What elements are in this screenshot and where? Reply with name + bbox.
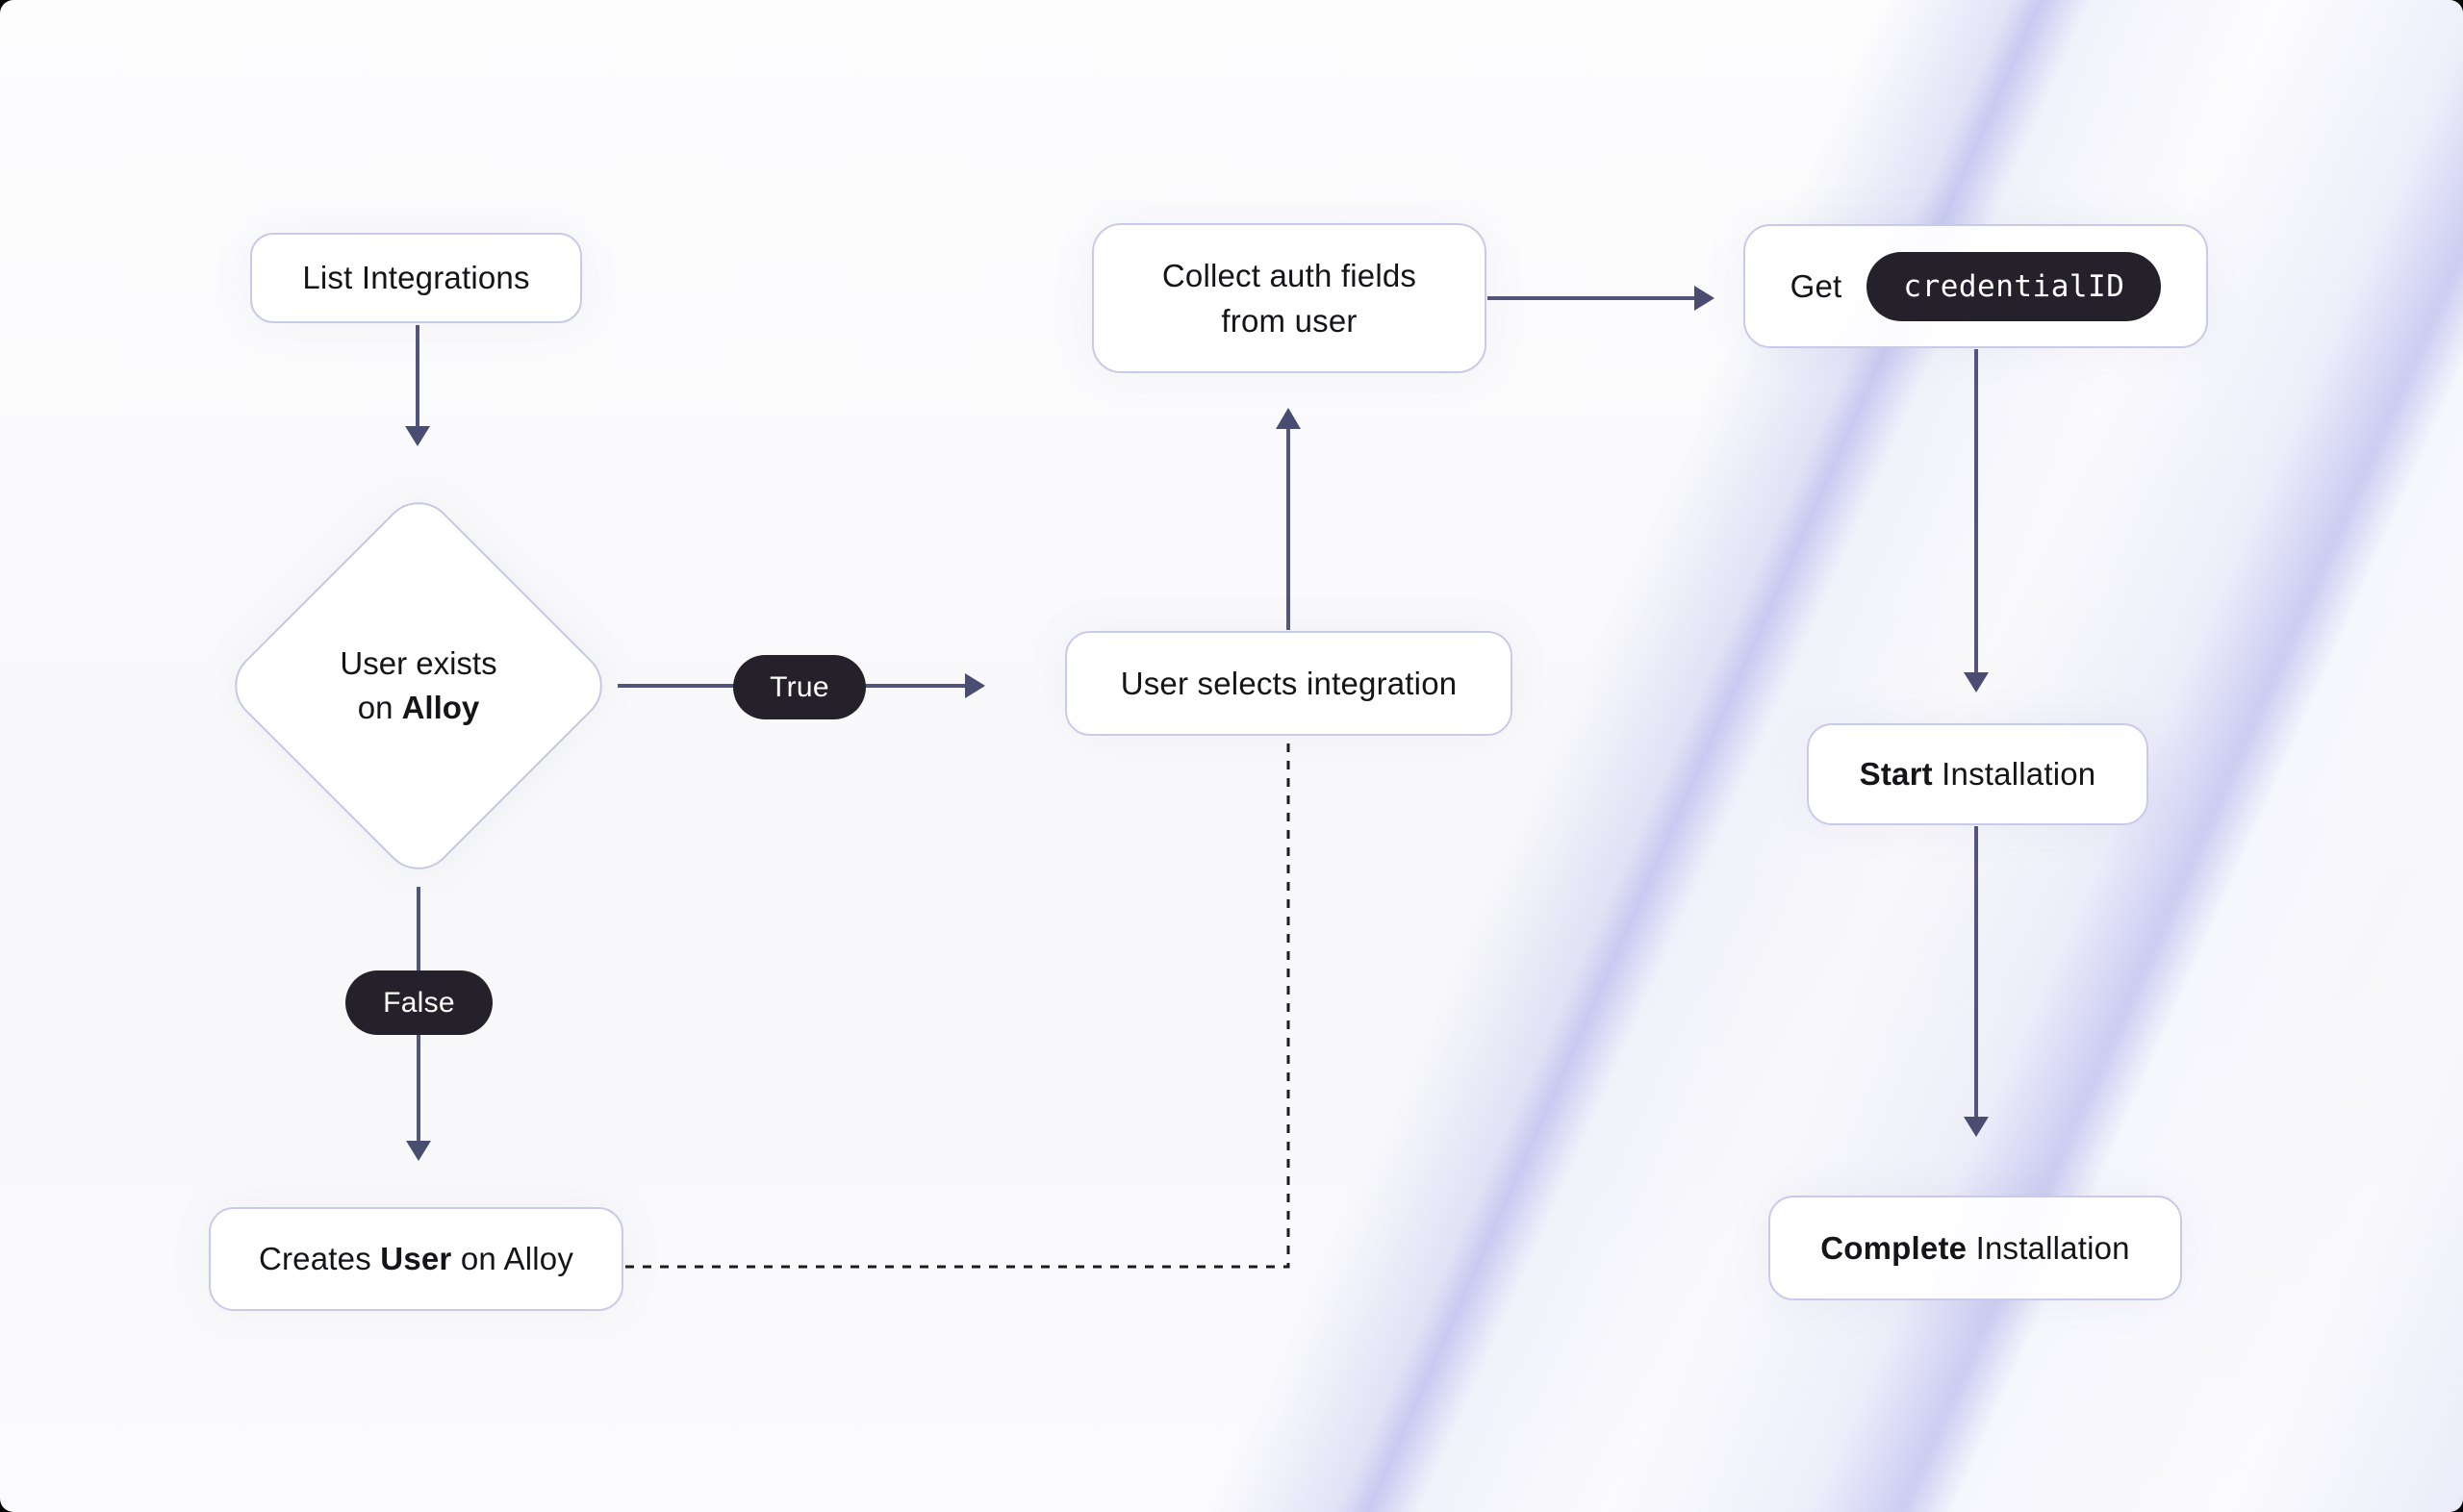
node-start-installation: Start Installation <box>1807 723 2148 825</box>
node-creates-user-on-alloy: Creates User on Alloy <box>209 1207 623 1311</box>
edge-label-true: True <box>733 655 866 719</box>
node-user-selects-label: User selects integration <box>1120 665 1458 701</box>
node-complete-installation: Complete Installation <box>1768 1196 2182 1300</box>
node-collect-auth-fields: Collect auth fields from user <box>1092 223 1486 373</box>
decision-line2: on Alloy <box>357 690 480 725</box>
dotted-creates-to-select <box>625 737 1290 1269</box>
creates-user-label: Creates User on Alloy <box>258 1241 574 1276</box>
arrow-list-to-decision <box>405 325 430 446</box>
arrow-get-to-start <box>1964 349 1989 693</box>
arrow-select-to-collect <box>1276 408 1301 630</box>
complete-installation-label: Complete Installation <box>1820 1229 2130 1266</box>
node-list-integrations: List Integrations <box>250 233 582 323</box>
credential-id-code-pill: credentialID <box>1866 251 2162 321</box>
arrow-collect-to-get <box>1487 286 1714 311</box>
node-decision-user-exists-label: User exists on Alloy <box>278 545 559 826</box>
edge-label-false: False <box>345 970 493 1035</box>
node-collect-auth-label: Collect auth fields from user <box>1161 258 1417 339</box>
node-get-credential-id: Get credentialID <box>1743 224 2208 348</box>
decision-line1: User exists <box>340 645 497 681</box>
arrow-start-to-complete <box>1964 826 1989 1137</box>
node-list-integrations-label: List Integrations <box>302 260 530 295</box>
start-installation-label: Start Installation <box>1859 756 2096 792</box>
node-user-selects-integration: User selects integration <box>1065 631 1512 736</box>
get-label: Get <box>1790 267 1842 304</box>
